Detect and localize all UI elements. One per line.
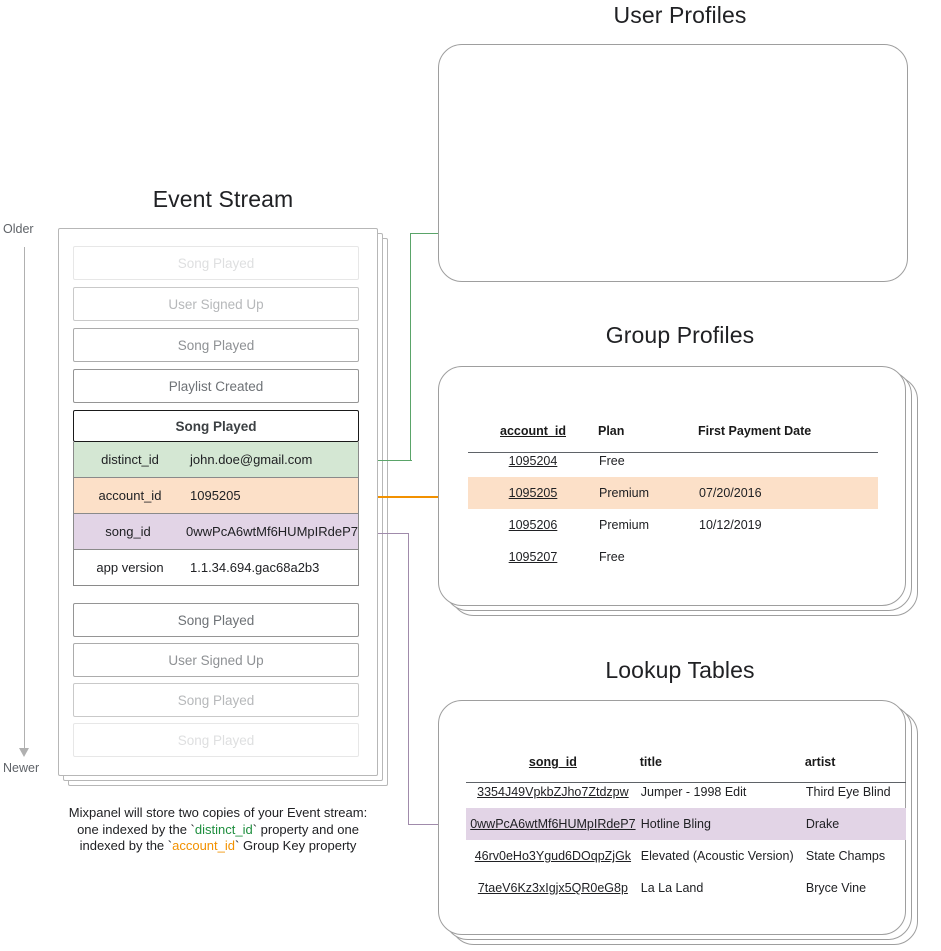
column-header-first-payment-date: First Payment Date — [698, 424, 812, 438]
cell-plan: Free — [599, 550, 625, 564]
cell-song-id: 0wwPcA6wtMf6HUMpIRdeP7 — [466, 808, 640, 840]
axis-label-older: Older — [3, 222, 34, 236]
connector-segment — [408, 824, 458, 826]
connector-segment — [359, 496, 458, 498]
lookup-tables-title: Lookup Tables — [605, 657, 755, 683]
event-stream-title: Event Stream — [152, 186, 294, 212]
cell-artist: Third Eye Blind — [805, 785, 891, 799]
cell-song-id: 7taeV6Kz3xIgjx5QR0eG8p — [477, 881, 628, 895]
caption-line-2-prefix: one indexed by the ` — [77, 821, 195, 837]
property-key: distinct_id — [101, 452, 159, 467]
event-card[interactable]: Song Played — [73, 328, 359, 362]
property-key: account_id — [98, 488, 162, 503]
cell-account-id: 1095205 — [468, 477, 598, 509]
connector-segment — [410, 234, 412, 461]
table-header-row: account_id Plan First Payment Date — [468, 424, 878, 445]
users-panel-card — [438, 44, 908, 282]
time-axis-line — [24, 247, 26, 752]
table-row-highlighted[interactable]: 0wwPcA6wtMf6HUMpIRdeP7 Hotline Bling Dra… — [466, 808, 906, 840]
event-card[interactable]: Song Played — [73, 603, 359, 637]
connector-segment — [410, 233, 458, 235]
property-value: john.doe@gmail.com — [190, 452, 313, 467]
caption-line-3-prefix: indexed by the ` — [79, 838, 173, 853]
event-card[interactable]: User Signed Up — [73, 287, 359, 321]
cell-account-id: 1095206 — [508, 518, 558, 532]
property-value: 1095205 — [190, 488, 241, 503]
event-card[interactable]: Song Played — [73, 723, 359, 757]
cell-artist: State Champs — [805, 849, 886, 863]
event-stream-panel: Song Played User Signed Up Song Played P… — [58, 228, 388, 786]
cell-artist: Bryce Vine — [805, 881, 867, 895]
accounts-header-rule — [468, 452, 878, 454]
cell-plan: Free — [599, 454, 625, 468]
lookup-tables-panel: "Songs" Lookup Table song_id title artis… — [438, 700, 918, 945]
group-profiles-panel: "Accounts" Profile Table account_id Plan… — [438, 366, 918, 616]
songs-table: song_id title artist 3354J49VpkbZJho7Ztd… — [466, 755, 906, 904]
cell-account-id: 1095204 — [508, 454, 558, 468]
cell-first-payment — [698, 541, 878, 573]
cell-first-payment — [698, 445, 878, 477]
property-value: 0wwPcA6wtMf6HUMpIRdeP7 — [186, 524, 358, 539]
cell-first-payment: 10/12/2019 — [699, 518, 762, 532]
table-row[interactable]: 1095207 Free — [468, 541, 878, 573]
table-row[interactable]: 3354J49VpkbZJho7Ztdzpw Jumper - 1998 Edi… — [466, 776, 906, 808]
table-row[interactable]: 7taeV6Kz3xIgjx5QR0eG8p La La Land Bryce … — [466, 872, 906, 904]
property-key: app version — [96, 560, 164, 575]
cell-plan: Premium — [598, 477, 698, 509]
event-property-row-song-id[interactable]: song_id 0wwPcA6wtMf6HUMpIRdeP7 — [73, 514, 359, 550]
column-header-account-id: account_id — [500, 424, 566, 438]
cell-song-id: 46rv0eHo3Ygud6DOqpZjGk — [474, 849, 632, 863]
group-profiles-title: Group Profiles — [605, 322, 755, 348]
caption-distinct-id-key: distinct_id — [194, 821, 253, 837]
property-key: song_id — [105, 524, 151, 539]
cell-title: Elevated (Acoustic Version) — [640, 849, 794, 863]
user-profiles-panel: "Users" Profile Table distinct_id $name … — [438, 44, 908, 282]
time-axis-arrow-icon — [19, 748, 29, 757]
caption-account-id-key: account_id — [172, 838, 235, 853]
table-header-row: song_id title artist — [466, 755, 906, 776]
connector-segment — [359, 460, 412, 462]
caption-line-2: one indexed by the `distinct_id` propert… — [38, 822, 398, 839]
cell-first-payment: 07/20/2016 — [698, 477, 878, 509]
event-card[interactable]: Song Played — [73, 246, 359, 280]
axis-label-newer: Newer — [3, 761, 40, 775]
diagram-caption: Mixpanel will store two copies of your E… — [38, 805, 398, 855]
table-row[interactable]: 1095204 Free — [468, 445, 878, 477]
event-property-row-app-version[interactable]: app version 1.1.34.694.gac68a2b3 — [73, 550, 359, 586]
column-header-plan: Plan — [598, 424, 625, 438]
event-card[interactable]: Song Played — [73, 683, 359, 717]
accounts-table: account_id Plan First Payment Date 10952… — [468, 424, 878, 573]
cell-artist: Drake — [804, 808, 906, 840]
event-property-row-account-id[interactable]: account_id 1095205 — [73, 478, 359, 514]
cell-song-id: 3354J49VpkbZJho7Ztdzpw — [477, 785, 629, 799]
caption-line-3: indexed by the `account_id` Group Key pr… — [38, 838, 398, 855]
column-header-song-id: song_id — [528, 755, 577, 769]
connector-segment — [408, 533, 410, 825]
caption-line-1: Mixpanel will store two copies of your E… — [68, 805, 368, 820]
table-row[interactable]: 1095206 Premium 10/12/2019 — [468, 509, 878, 541]
column-header-artist: artist — [804, 755, 836, 769]
table-row-highlighted[interactable]: 1095205 Premium 07/20/2016 — [468, 477, 878, 509]
column-header-title: title — [639, 755, 662, 769]
songs-header-rule — [466, 782, 906, 784]
cell-account-id: 1095207 — [508, 550, 558, 564]
cell-plan: Premium — [599, 518, 650, 532]
expanded-event-card[interactable]: Song Played distinct_id john.doe@gmail.c… — [73, 410, 359, 586]
event-name: Song Played — [73, 410, 359, 442]
property-value: 1.1.34.694.gac68a2b3 — [190, 560, 320, 575]
event-property-row-distinct-id[interactable]: distinct_id john.doe@gmail.com — [73, 442, 359, 478]
event-card[interactable]: User Signed Up — [73, 643, 359, 677]
cell-title: La La Land — [640, 881, 704, 895]
event-card[interactable]: Playlist Created — [73, 369, 359, 403]
table-row[interactable]: 46rv0eHo3Ygud6DOqpZjGk Elevated (Acousti… — [466, 840, 906, 872]
connector-segment — [359, 533, 409, 535]
cell-title: Hotline Bling — [639, 808, 805, 840]
caption-line-2-suffix: ` property and one — [252, 821, 359, 837]
user-profiles-title: User Profiles — [613, 2, 747, 28]
caption-line-3-suffix: ` Group Key property — [235, 838, 357, 853]
cell-title: Jumper - 1998 Edit — [640, 785, 747, 799]
